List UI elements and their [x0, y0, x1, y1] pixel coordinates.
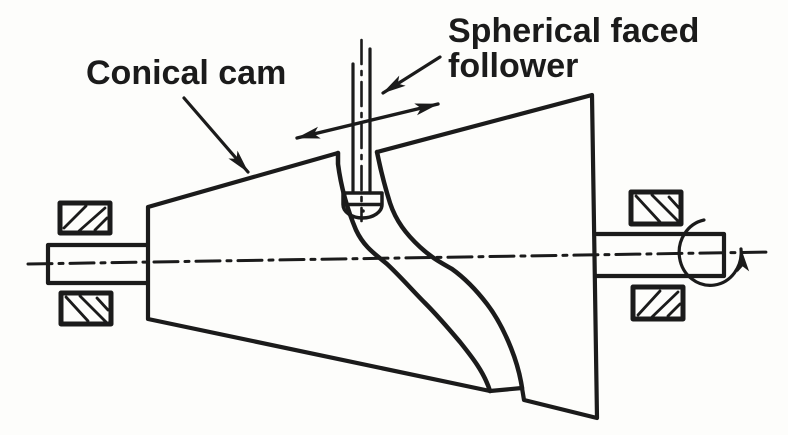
bearing-block — [628, 189, 684, 227]
follower-leader-arrow — [381, 55, 442, 95]
hatching — [636, 289, 682, 319]
bearing-bottom-right — [630, 284, 686, 322]
conical-cam-label: Conical cam — [86, 56, 286, 91]
bearing-top-left — [57, 200, 113, 236]
bearing-block — [57, 200, 113, 236]
conical-cam-label-text: Conical cam — [86, 54, 287, 92]
hatching — [64, 294, 110, 324]
bearing-block — [58, 290, 114, 327]
cam-outline-left — [145, 150, 493, 394]
bearing-block — [630, 284, 686, 322]
spherical-follower-label-line1: Spherical faced — [448, 12, 700, 50]
conical-cam-leader-arrow — [182, 96, 250, 174]
follower-motion-arrow — [295, 102, 440, 140]
shaft-left — [45, 242, 149, 286]
hatching — [62, 204, 109, 233]
cam-outline-right — [374, 92, 600, 421]
spherical-follower-label-line2: follower — [448, 47, 579, 85]
hatching — [634, 193, 681, 224]
sphere-center-mark — [361, 209, 365, 213]
bearing-bottom-left — [58, 290, 114, 327]
shaft-right — [594, 231, 727, 279]
spherical-follower-label: Spherical faced follower — [448, 14, 699, 84]
cam-body — [145, 92, 600, 421]
axis-centerline — [26, 250, 772, 266]
follower — [341, 38, 384, 223]
bearing-top-right — [628, 189, 684, 227]
rotation-arrow — [677, 218, 750, 287]
shaft-left-outline — [45, 242, 149, 286]
follower-spherical-head — [341, 191, 384, 220]
cam-groove-right-curve — [374, 149, 525, 391]
shaft-right-outline — [594, 231, 727, 279]
cam-groove-bottom-step — [487, 385, 525, 394]
